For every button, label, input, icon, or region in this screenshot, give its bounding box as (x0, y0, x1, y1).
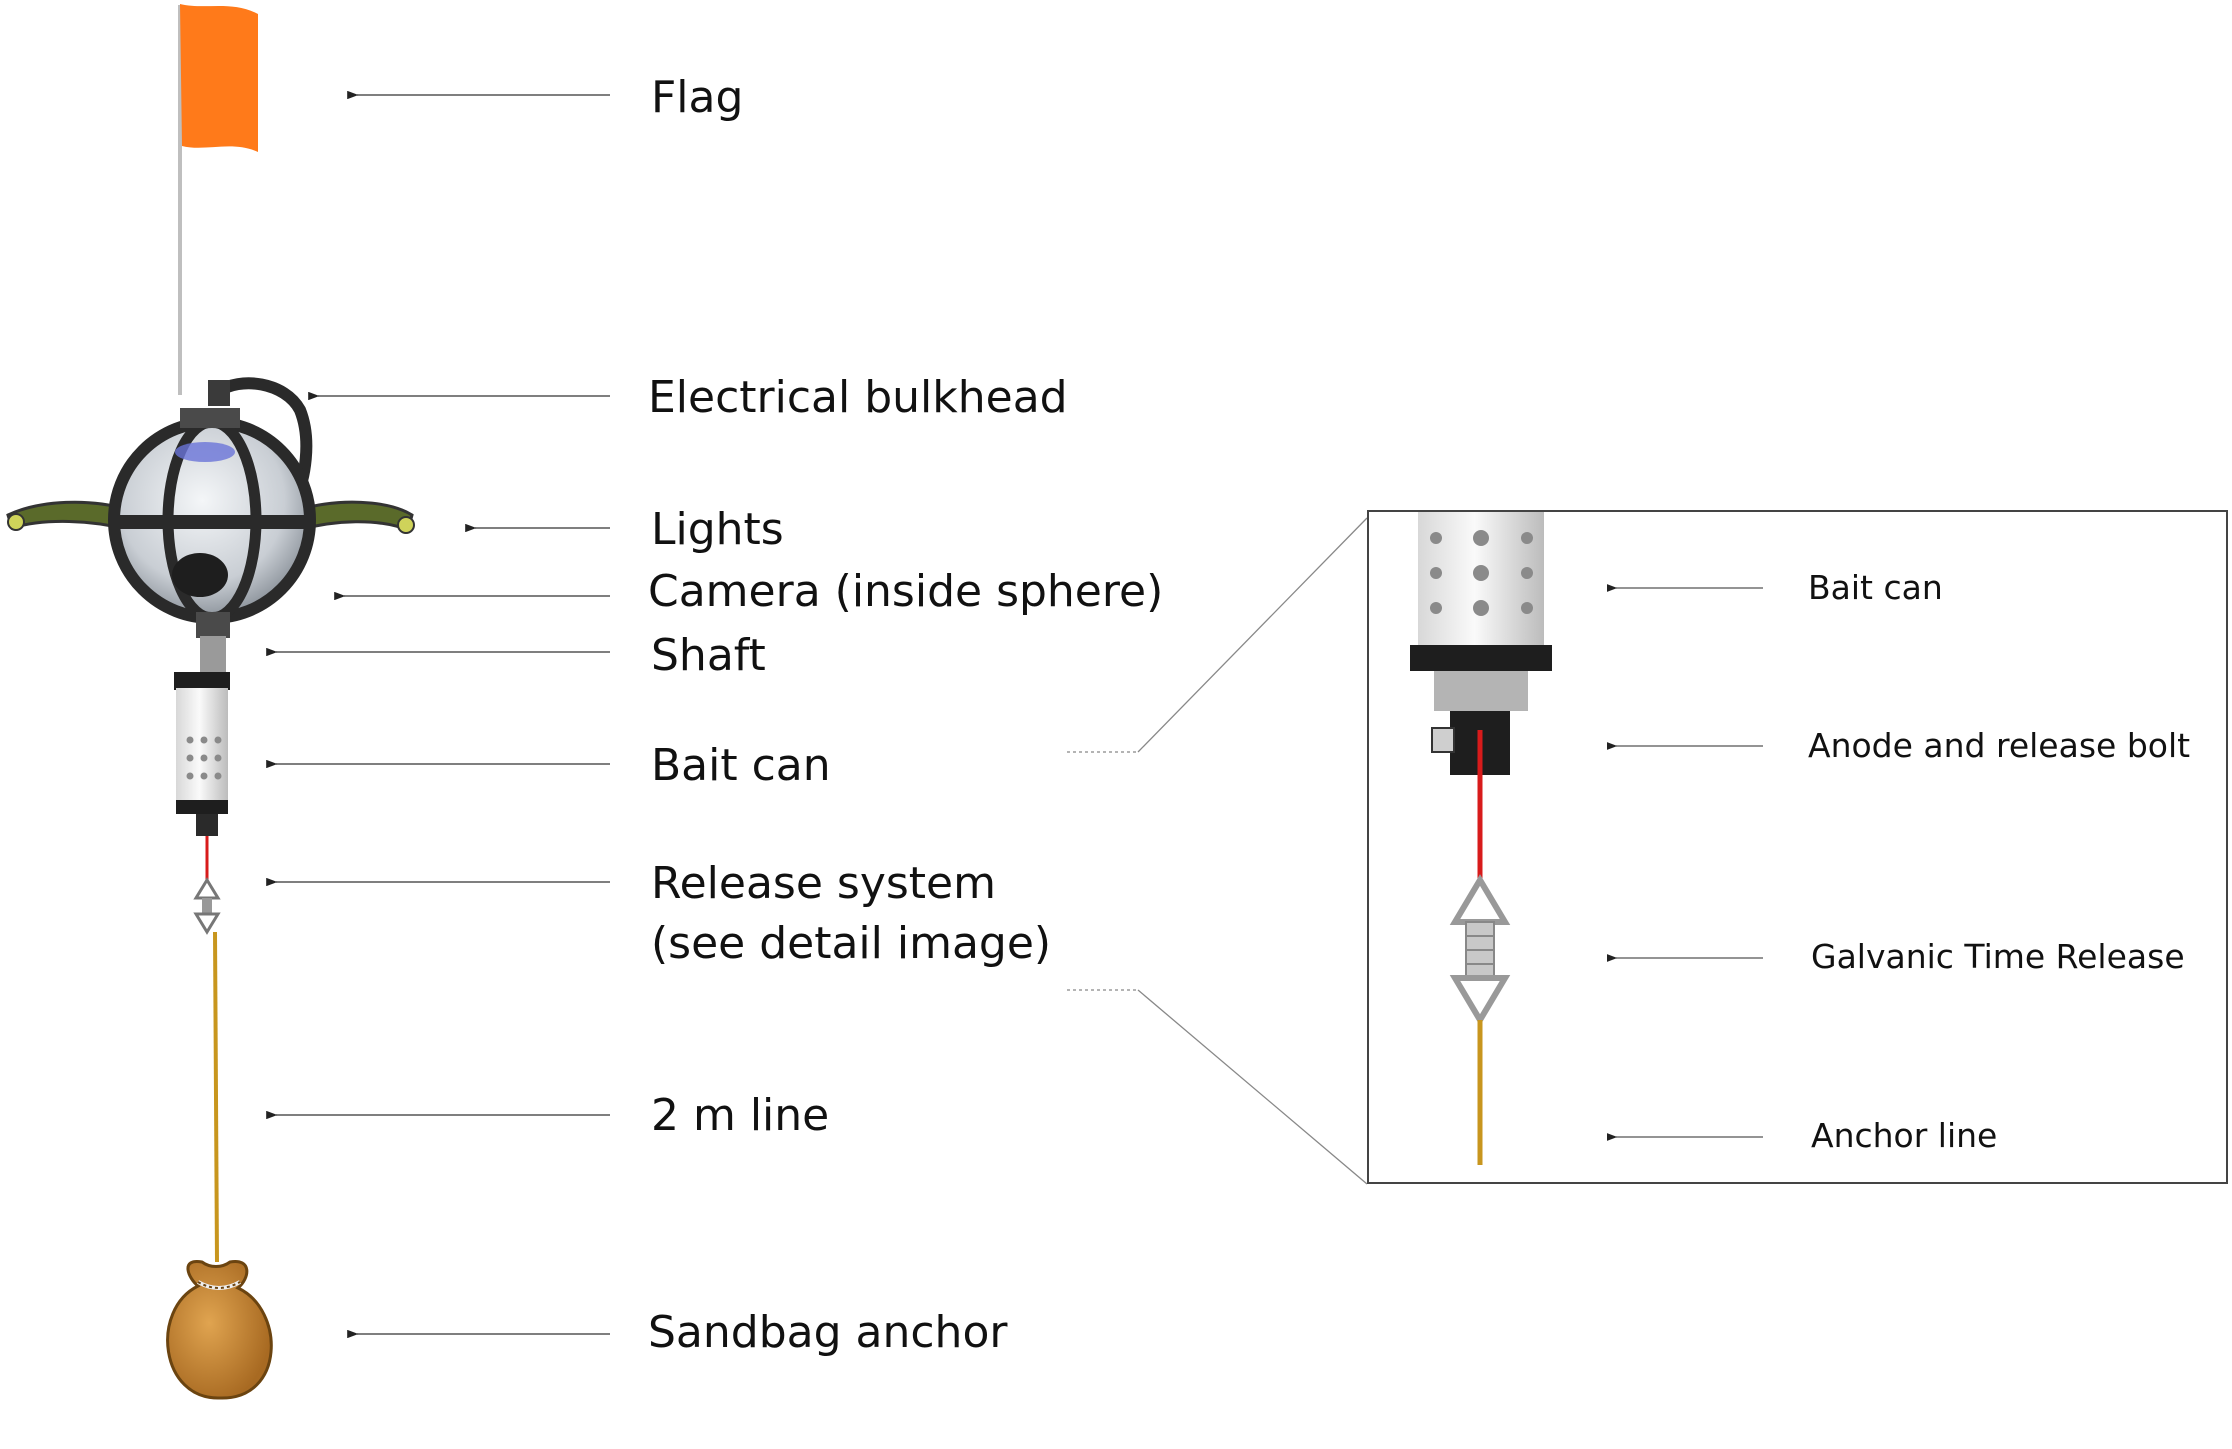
anchor-line (213, 931, 219, 1263)
label-release-system: Release system (651, 858, 996, 909)
label-camera: Camera (inside sphere) (648, 566, 1164, 617)
label-bait-can: Bait can (651, 740, 831, 791)
sandbag (166, 1260, 273, 1400)
label-electrical-bulkhead: Electrical bulkhead (648, 372, 1068, 423)
camera (172, 553, 228, 597)
label-lights: Lights (651, 504, 784, 555)
flag (180, 4, 258, 152)
detail-label-bait-can: Bait can (1808, 568, 1943, 607)
detail-label-galvanic-time-release: Galvanic Time Release (1811, 937, 2185, 976)
label-flag: Flag (651, 72, 744, 123)
label-shaft: Shaft (651, 630, 766, 681)
zoom-connectors (1067, 517, 1368, 1185)
shaft-and-can (174, 636, 230, 836)
electrical-bulkhead (208, 380, 230, 406)
flag-assembly (178, 4, 258, 395)
light-left (7, 513, 25, 531)
bait-can (176, 688, 228, 800)
shaft (200, 636, 226, 676)
detail-drawing (1410, 512, 1552, 1165)
detail-image-frame (1367, 510, 2228, 1184)
detail-label-anchor-line: Anchor line (1811, 1116, 1998, 1155)
main-leader-lines (266, 90, 610, 1339)
label-release-system-note: (see detail image) (651, 918, 1052, 969)
label-2m-line: 2 m line (651, 1090, 830, 1141)
sphere-lights (175, 442, 235, 462)
detail-label-anode-release-bolt: Anode and release bolt (1808, 726, 2191, 765)
label-sandbag-anchor: Sandbag anchor (648, 1307, 1008, 1358)
light-right (397, 516, 415, 534)
detail-leader-lines (1606, 584, 1763, 1141)
release-and-line (193, 836, 221, 1263)
sphere-assembly (6, 377, 415, 638)
